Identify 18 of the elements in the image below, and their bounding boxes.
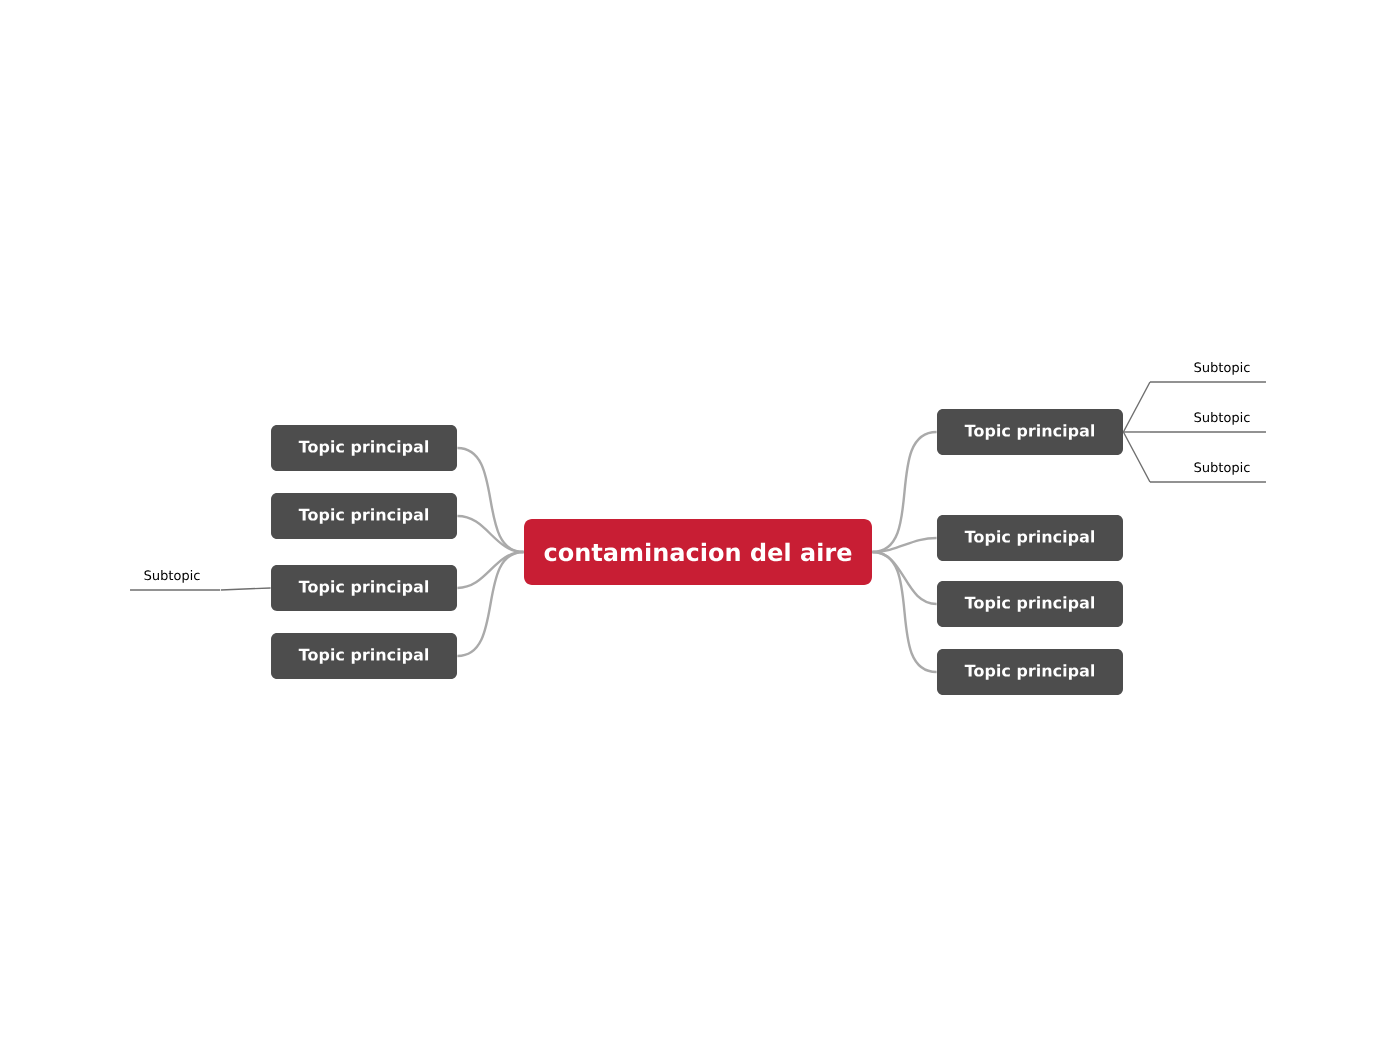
topic-box: Topic principal [937, 409, 1123, 455]
topic-box: Topic principal [937, 515, 1123, 561]
topic-box: Topic principal [271, 425, 457, 471]
connector-line [457, 550, 524, 658]
connector-line [872, 550, 937, 674]
topic-box: Topic principal [271, 565, 457, 611]
connector-line [1122, 431, 1151, 483]
topic-box: Topic principal [271, 493, 457, 539]
connector-line [872, 536, 937, 554]
topic-box: Topic principal [271, 633, 457, 679]
connector-line [1122, 381, 1151, 433]
central-topic-box: contaminacion del aire [524, 519, 872, 585]
topic-box: Topic principal [937, 581, 1123, 627]
connector-line [872, 550, 937, 606]
connector-line [1122, 431, 1151, 433]
connector-line [457, 514, 524, 554]
topic-box: Topic principal [937, 649, 1123, 695]
connector-line [220, 587, 272, 591]
